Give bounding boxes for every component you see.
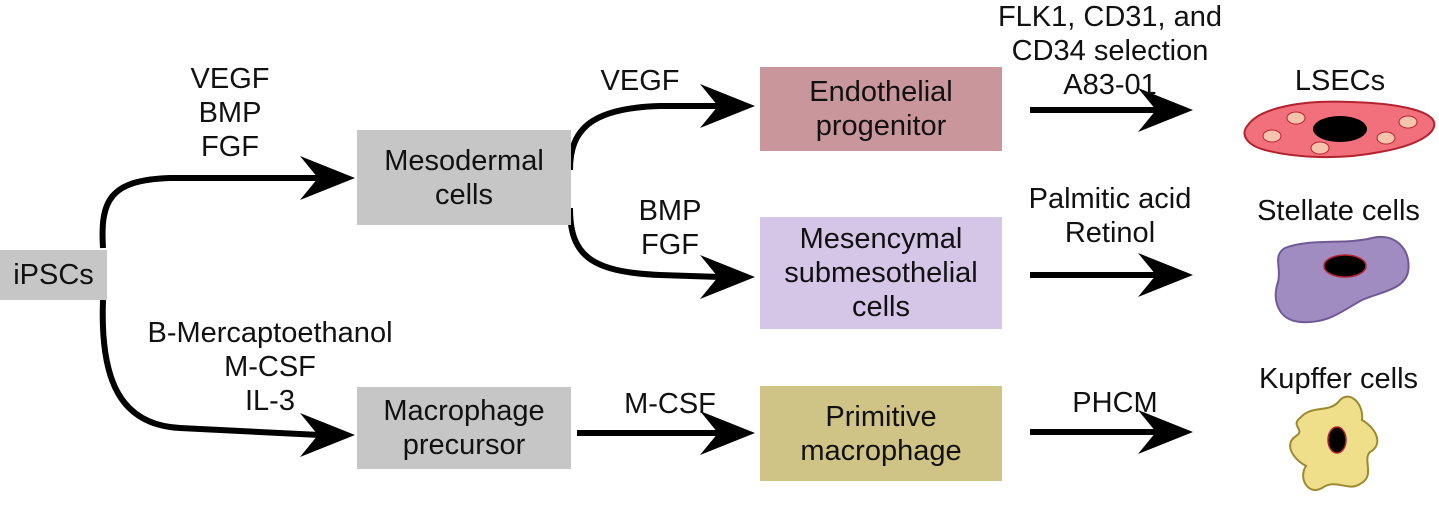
label-vegf-bmp-fgf: VEGF BMP FGF	[190, 63, 270, 163]
arrow-ipscs-to-macrophage	[99, 299, 321, 438]
arrowhead-mesencymal	[700, 255, 755, 299]
macrophage-precursor-node: Macrophage precursor	[357, 387, 571, 469]
primitive-macrophage-node: Primitive macrophage	[760, 386, 1002, 481]
lsecs-title: LSECs	[1294, 65, 1386, 97]
arrow-mesodermal-to-endothelial	[567, 103, 720, 171]
label-phcm: PHCM	[1072, 387, 1158, 419]
stellate-cell-icon	[1274, 235, 1410, 324]
label-flk1-selection: FLK1, CD31, and CD34 selection A83-01	[997, 1, 1223, 101]
label-palmitic-retinol: Palmitic acid Retinol	[1028, 183, 1192, 249]
arrowhead-mesodermal	[300, 156, 355, 200]
stellate-cells-title: Stellate cells	[1257, 195, 1420, 227]
arrowhead-primitive	[700, 411, 755, 455]
arrowhead-stellate	[1138, 253, 1193, 297]
label-mcsf-primitive: M-CSF	[624, 388, 716, 420]
label-bmp-fgf-mesencymal: BMP FGF	[638, 195, 702, 261]
label-bmercapto-mcsf-il3: B-Mercaptoethanol M-CSF IL-3	[147, 317, 393, 417]
arrow-ipscs-to-mesodermal	[99, 175, 320, 249]
kupffer-cells-title: Kupffer cells	[1258, 363, 1419, 395]
arrowhead-lsecs	[1138, 88, 1193, 132]
lsec-cell-icon	[1243, 100, 1436, 159]
arrowhead-macrophage	[300, 413, 355, 457]
mesodermal-cells-node: Mesodermal cells	[357, 130, 571, 225]
arrow-mesodermal-to-mesencymal	[567, 207, 721, 280]
arrowhead-kupffer	[1138, 410, 1193, 454]
arrowhead-endothelial	[700, 84, 755, 128]
kupffer-cell-icon	[1289, 395, 1379, 491]
mesencymal-cells-node: Mesencymal submesothelial cells	[760, 217, 1002, 329]
label-vegf-endothelial: VEGF	[600, 65, 680, 97]
endothelial-progenitor-node: Endothelial progenitor	[760, 67, 1002, 151]
ipscs-node: iPSCs	[0, 250, 107, 300]
